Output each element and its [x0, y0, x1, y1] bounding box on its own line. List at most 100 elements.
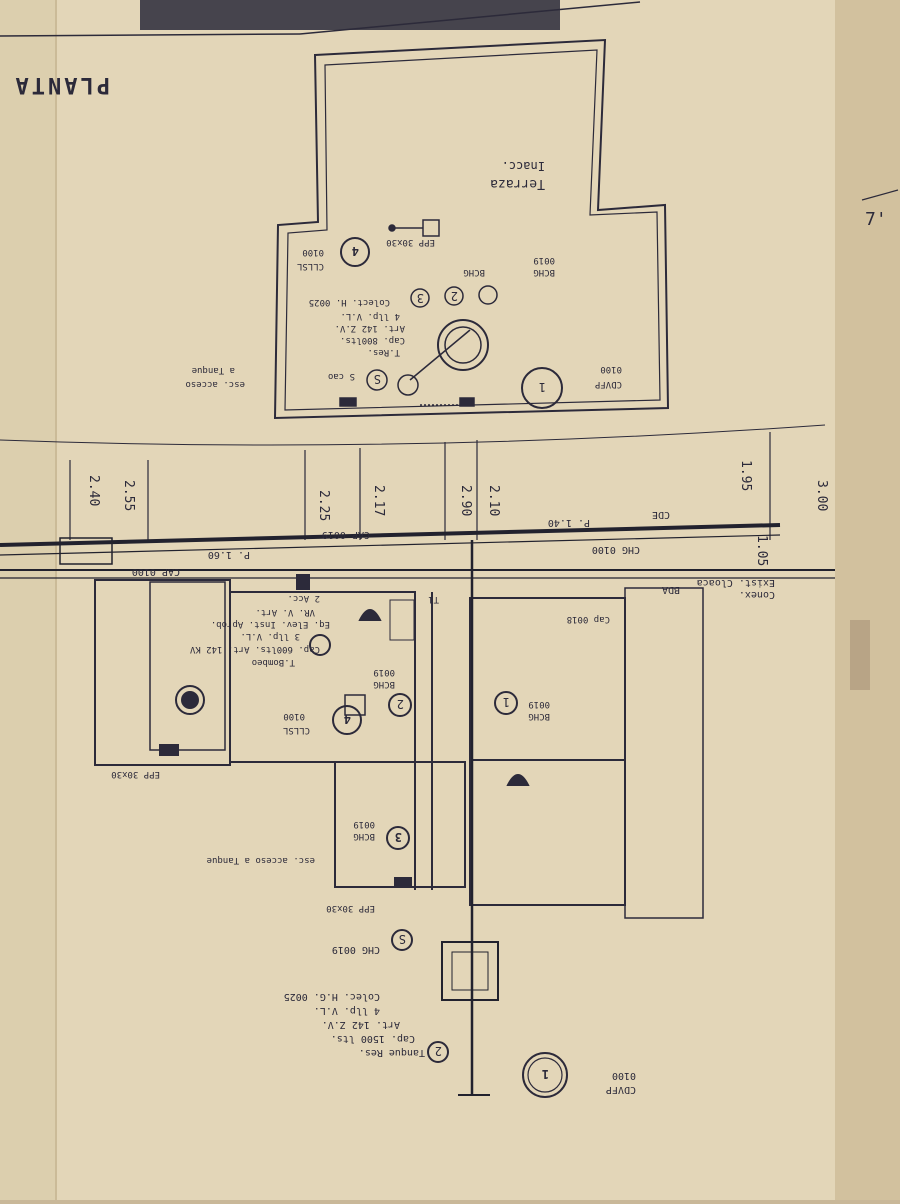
svg-text:5: 5 [187, 692, 194, 706]
svg-text:a Tanque: a Tanque [192, 365, 235, 375]
margin-mark: 7' [861, 189, 899, 230]
svg-text:CHG 0019: CHG 0019 [332, 944, 380, 955]
svg-text:4: 4 [344, 712, 351, 726]
svg-text:BCHG: BCHG [373, 679, 395, 689]
svg-text:CDVFP: CDVFP [594, 379, 622, 389]
svg-text:BDA: BDA [662, 584, 680, 595]
svg-text:Tanque Res.: Tanque Res. [359, 1047, 425, 1058]
svg-text:3.00: 3.00 [814, 480, 829, 511]
svg-text:EPP 30x30: EPP 30x30 [111, 769, 160, 779]
svg-text:CHG 0100: CHG 0100 [592, 544, 640, 555]
svg-text:2.55: 2.55 [121, 480, 136, 511]
svg-text:BCHG: BCHG [528, 711, 550, 721]
svg-text:Exist. Cloaca: Exist. Cloaca [697, 577, 775, 588]
svg-text:PLANTA TAN: PLANTA TAN [0, 72, 110, 97]
svg-text:2.25: 2.25 [316, 490, 331, 521]
svg-text:BCHG: BCHG [533, 267, 555, 277]
dark-shadow-top [140, 0, 560, 30]
riser-pipe [441, 540, 499, 1096]
pipe-labels: P. 1.40 CAP 0019 CHG 0100 P. 1.60 CDE Co… [132, 509, 775, 600]
svg-text:Art. 142 Z.V.: Art. 142 Z.V. [335, 323, 405, 333]
svg-text:3 llp. V.L.: 3 llp. V.L. [240, 631, 300, 641]
svg-text:Terraza: Terraza [490, 176, 545, 191]
circle-2-bottom [427, 1041, 449, 1063]
svg-text:S: S [399, 932, 406, 946]
svg-text:7': 7' [865, 209, 887, 230]
sheet-title: PLANTA TAN [0, 72, 110, 97]
svg-text:0019: 0019 [373, 667, 395, 677]
circle-1-lower [494, 691, 518, 715]
dimension-labels: 2.55 2.25 2.17 2.90 2.10 1.95 3.00 2.40 … [86, 460, 829, 566]
svg-text:0100: 0100 [302, 247, 324, 257]
bottom-circle-numbers: S 2 1 [399, 932, 549, 1081]
svg-text:2.10: 2.10 [486, 485, 501, 516]
circle-number-2: 2 [451, 289, 458, 303]
svg-text:CLLSL: CLLSL [297, 261, 324, 271]
paper-fold-line [55, 0, 57, 1200]
paper-left-strip [0, 0, 55, 1200]
svg-text:CAP 0100: CAP 0100 [132, 566, 180, 577]
terrace-outline [273, 38, 670, 420]
pump-symbols [159, 574, 530, 887]
circle-2-lower [388, 693, 412, 717]
svg-text:3: 3 [395, 830, 402, 844]
circle-number-3: 3 [417, 291, 424, 305]
svg-text:2.40: 2.40 [86, 475, 101, 506]
svg-text:CLLSL: CLLSL [283, 725, 310, 735]
svg-text:2.90: 2.90 [458, 485, 473, 516]
circle-1-pump [309, 634, 331, 656]
svg-text:Colect. H. 0025: Colect. H. 0025 [309, 297, 390, 307]
svg-text:1: 1 [542, 1067, 549, 1081]
circle-number-1: 1 [539, 380, 546, 394]
paper-right-margin [835, 0, 900, 1200]
circle-1-bottom [522, 1052, 568, 1098]
lower-circles [175, 634, 518, 850]
svg-text:1.05: 1.05 [754, 535, 769, 566]
svg-text:EPP 30x30: EPP 30x30 [386, 237, 435, 247]
svg-text:0100: 0100 [283, 711, 305, 721]
svg-text:Conex.: Conex. [739, 589, 775, 600]
svg-text:2 Acc.: 2 Acc. [287, 593, 320, 603]
svg-text:4 llp. V.L.: 4 llp. V.L. [314, 1005, 380, 1016]
svg-text:0100: 0100 [612, 1070, 636, 1081]
svg-text:Cap. 600lts. Art. 142 KV: Cap. 600lts. Art. 142 KV [189, 644, 320, 654]
svg-text:BCHG: BCHG [463, 267, 485, 277]
svg-text:S cao: S cao [328, 371, 355, 381]
svg-text:T1: T1 [428, 594, 439, 604]
svg-text:Art. 142 Z.V.: Art. 142 Z.V. [322, 1019, 400, 1030]
svg-text:esc. acceso a Tanque: esc. acceso a Tanque [207, 855, 315, 865]
svg-text:2: 2 [435, 1044, 442, 1058]
svg-text:2.17: 2.17 [371, 485, 386, 516]
svg-text:P. 1.60: P. 1.60 [208, 549, 250, 560]
circle-4-top [340, 237, 370, 267]
circle-1-cdvfp [521, 367, 563, 409]
svg-text:Cap. 1500 lts.: Cap. 1500 lts. [331, 1033, 415, 1044]
svg-text:CAP 0019: CAP 0019 [322, 529, 370, 540]
svg-text:BCHG: BCHG [353, 831, 375, 841]
svg-text:Inacc.: Inacc. [502, 159, 545, 173]
svg-text:1: 1 [503, 695, 510, 709]
top-circle-numbers: 1 2 3 4 S [352, 244, 546, 394]
tank-circle [437, 319, 489, 371]
dimension-lines [0, 424, 826, 540]
svg-text:CDVFP: CDVFP [606, 1084, 636, 1095]
circle-s-bottom [391, 929, 413, 951]
svg-text:CDE: CDE [652, 509, 670, 520]
svg-text:4 llp. V.L.: 4 llp. V.L. [340, 311, 400, 321]
lower-plan [94, 579, 704, 919]
svg-text:esc. acceso: esc. acceso [185, 379, 245, 389]
svg-text:0100: 0100 [600, 364, 622, 374]
svg-text:0019: 0019 [353, 819, 375, 829]
svg-text:Cap 0018: Cap 0018 [567, 614, 610, 624]
svg-text:2: 2 [397, 697, 404, 711]
top-plan-symbols [339, 219, 563, 409]
circle-5 [175, 685, 205, 715]
bottom-symbols [391, 929, 568, 1098]
circle-number-s: S [374, 372, 381, 386]
bottom-notes: CHG 0019 Tanque Res. Cap. 1500 lts. Art.… [284, 944, 636, 1095]
top-plan [273, 38, 670, 420]
svg-text:Colec. H.G. 0025: Colec. H.G. 0025 [284, 991, 380, 1002]
lower-plan-notes: T.Bombeo Cap. 600lts. Art. 142 KV 3 llp.… [111, 593, 610, 913]
svg-text:T.Bombeo: T.Bombeo [252, 657, 295, 667]
